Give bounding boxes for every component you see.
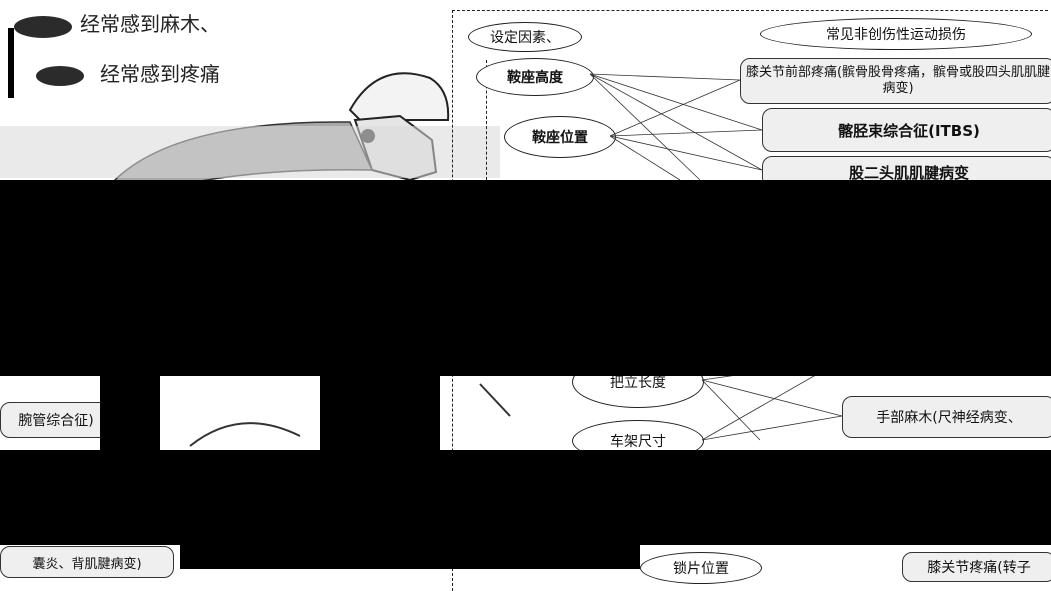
left-edge-marker — [8, 28, 14, 98]
injury-knee-pain-trochanter: 膝关节疼痛(转子 — [902, 552, 1051, 582]
bullet-icon — [36, 66, 84, 86]
injury-bursitis: 囊炎、背肌腱病变) — [0, 546, 174, 578]
injury-anterior-knee-pain-label: 膝关节前部疼痛(髌骨股骨疼痛，髌骨或股四头肌肌腱病变) — [745, 65, 1051, 96]
occluded-band — [100, 376, 160, 450]
occluded-band — [0, 180, 1051, 376]
occluded-band — [0, 450, 1051, 545]
injury-carpal-tunnel: 腕管综合征) — [0, 402, 112, 438]
factor-saddle-position: 鞍座位置 — [504, 116, 616, 158]
heading-numbness: 经常感到麻木、 — [80, 12, 220, 36]
heading-pain: 经常感到疼痛 — [100, 62, 220, 86]
bullet-icon — [14, 16, 72, 38]
injuries-column-title: 常见非创伤性运动损伤 — [760, 18, 1032, 50]
factor-saddle-height: 鞍座高度 — [476, 58, 594, 96]
factors-column-title: 设定因素、 — [468, 22, 582, 52]
occluded-band — [180, 545, 640, 569]
gray-band — [0, 126, 500, 178]
factor-cleat-position: 锁片位置 — [640, 552, 762, 584]
occluded-band — [320, 376, 440, 450]
injury-anterior-knee-pain: 膝关节前部疼痛(髌骨股骨疼痛，髌骨或股四头肌肌腱病变) — [740, 58, 1051, 104]
injury-hand-numbness: 手部麻木(尺神经病变、 — [842, 396, 1051, 438]
diagram-divider — [486, 60, 487, 180]
injury-itbs: 髂胫束综合征(ITBS) — [762, 108, 1051, 152]
